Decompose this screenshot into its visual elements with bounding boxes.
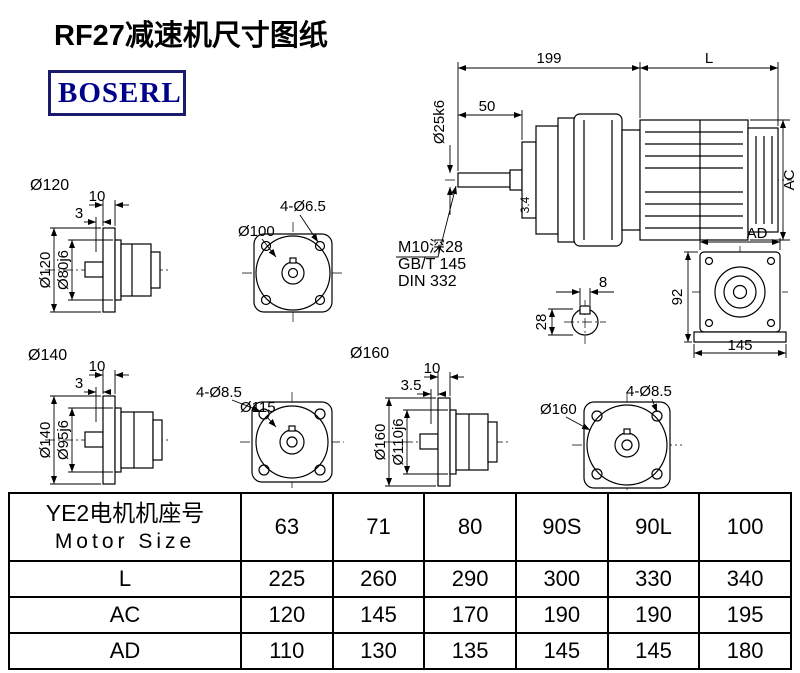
thread-note-line2: GB/T 145 <box>398 256 466 273</box>
table-row-AD: AD 110 130 135 145 145 180 <box>8 632 792 670</box>
table-cell: 260 <box>331 560 426 598</box>
front-115-od: Ø115 <box>240 399 276 416</box>
flange-160-dim-od: Ø160 <box>372 424 389 461</box>
flange-140-view: Ø140 10 3 Ø140 Ø95j6 <box>28 347 170 485</box>
table-cell: 290 <box>423 560 517 598</box>
table-cell: 330 <box>606 560 701 598</box>
table-cell: 130 <box>331 632 426 670</box>
row-label-AD: AD <box>8 632 242 670</box>
flange-140-dim-3: 3 <box>75 375 83 392</box>
table-cell: 145 <box>514 632 609 670</box>
table-cell: 145 <box>606 632 701 670</box>
logo-text: BOSERL <box>58 76 182 109</box>
dim-key-width: 8 <box>599 274 607 291</box>
row-label-L: L <box>8 560 242 598</box>
dim-145: 145 <box>727 337 752 354</box>
page-title: RF27减速机尺寸图纸 <box>54 20 328 52</box>
front-view-115: 4-Ø8.5 Ø115 <box>196 384 344 488</box>
flange-140-dim-od: Ø140 <box>37 422 54 459</box>
flange-160-dim-10: 10 <box>424 360 441 377</box>
table-cell: 145 <box>331 596 426 634</box>
dim-28: 28 <box>533 314 550 331</box>
flange-120-view: Ø120 10 3 Ø120 Ø80j6 <box>30 177 170 313</box>
flange-140-dim-spigot: Ø95j6 <box>55 420 72 460</box>
thread-note-line1: M10深28 <box>398 238 463 256</box>
flange-120-dim-spigot: Ø80j6 <box>55 250 72 290</box>
flange-140-label: Ø140 <box>28 347 67 364</box>
flange-160-label: Ø160 <box>350 345 389 362</box>
motor-size-90S: 90S <box>514 492 609 562</box>
table-cell: 170 <box>423 596 517 634</box>
motor-size-71: 71 <box>331 492 426 562</box>
flange-160-dim-3-5: 3.5 <box>401 377 422 394</box>
thread-note-line3: DIN 332 <box>398 273 457 290</box>
flange-160-dim-spigot: Ø110j6 <box>390 418 407 465</box>
output-side-view: AD 92 145 <box>669 225 788 358</box>
row-label-AC: AC <box>8 596 242 634</box>
front-100-od: Ø100 <box>238 223 275 240</box>
flange-120-dim-od: Ø120 <box>37 252 54 289</box>
dimension-table: YE2电机机座号 Motor Size 63 71 80 90S 90L 100… <box>8 492 792 670</box>
technical-drawing: 199 L 50 Ø25k6 3.4 AC M10深28 GB/T 145 DI… <box>28 50 798 490</box>
table-row-L: L 225 260 290 300 330 340 <box>8 560 792 598</box>
flange-140-dim-10: 10 <box>89 358 106 375</box>
table-cell: 195 <box>698 596 792 634</box>
dim-AC: AC <box>781 169 798 190</box>
front-160-od: Ø160 <box>540 401 577 418</box>
motor-size-90L: 90L <box>606 492 701 562</box>
motor-size-100: 100 <box>698 492 792 562</box>
dim-50: 50 <box>479 98 496 115</box>
dim-199: 199 <box>536 50 561 67</box>
front-view-100: 4-Ø6.5 Ø100 <box>238 198 344 324</box>
dim-gap: 3.4 <box>518 196 532 213</box>
dim-92: 92 <box>669 289 686 306</box>
main-assembly-view: 199 L 50 Ø25k6 3.4 AC M10深28 GB/T 145 DI… <box>396 50 798 290</box>
front-view-160: 4-Ø8.5 Ø160 <box>540 383 682 490</box>
table-header-row: YE2电机机座号 Motor Size 63 71 80 90S 90L 100 <box>8 492 792 562</box>
motor-size-header-cell: YE2电机机座号 Motor Size <box>8 492 242 562</box>
table-cell: 225 <box>240 560 334 598</box>
table-cell: 135 <box>423 632 517 670</box>
dim-AD: AD <box>747 225 768 242</box>
motor-size-63: 63 <box>240 492 334 562</box>
boserl-logo: BOSERL <box>48 70 186 116</box>
flange-160-view: Ø160 10 3.5 Ø160 Ø110j6 <box>350 345 510 487</box>
table-cell: 340 <box>698 560 792 598</box>
table-cell: 110 <box>240 632 334 670</box>
shaft-section-view: 8 28 <box>533 274 614 344</box>
front-100-holes: 4-Ø6.5 <box>280 198 326 215</box>
table-cell: 190 <box>606 596 701 634</box>
table-cell: 300 <box>514 560 609 598</box>
motor-size-header-en: Motor Size <box>54 530 196 554</box>
front-160-holes: 4-Ø8.5 <box>626 383 672 400</box>
flange-120-dim-3: 3 <box>75 205 83 222</box>
flange-120-dim-10: 10 <box>89 188 106 205</box>
table-row-AC: AC 120 145 170 190 190 195 <box>8 596 792 634</box>
table-cell: 190 <box>514 596 609 634</box>
motor-size-header-cn: YE2电机机座号 <box>45 500 205 527</box>
front-115-holes: 4-Ø8.5 <box>196 384 242 401</box>
table-cell: 180 <box>698 632 792 670</box>
motor-size-80: 80 <box>423 492 517 562</box>
table-cell: 120 <box>240 596 334 634</box>
dim-shaft-diameter: Ø25k6 <box>431 100 448 144</box>
flange-120-label: Ø120 <box>30 177 69 194</box>
dim-L: L <box>705 50 713 67</box>
